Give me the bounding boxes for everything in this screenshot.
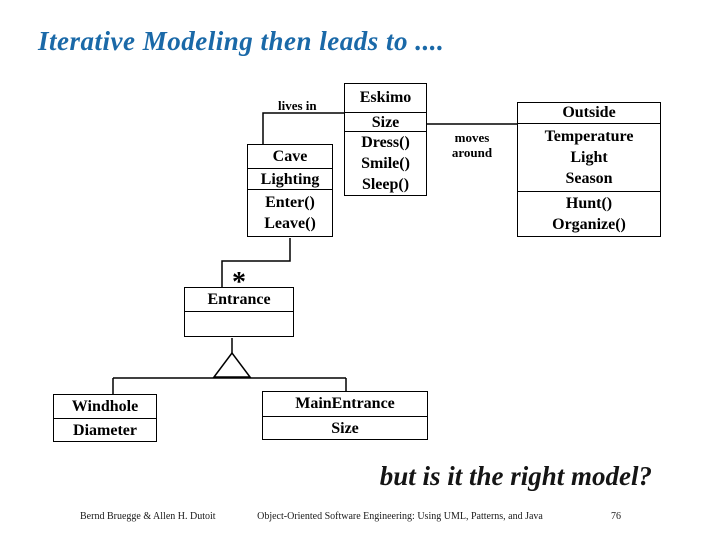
class-box-outside: Outside Temperature Light Season Hunt() … — [517, 102, 661, 237]
class-method: Leave() — [264, 215, 316, 232]
association-label-line: moves — [454, 130, 490, 145]
association-label-moves-around: moves around — [438, 130, 506, 160]
class-name: Windhole — [71, 397, 139, 415]
class-name: MainEntrance — [295, 395, 395, 412]
footer-authors: Bernd Bruegge & Allen H. Dutoit — [80, 511, 216, 522]
association-cave-entrance-line — [221, 238, 291, 287]
inheritance-triangle-icon — [212, 351, 252, 378]
class-name: Entrance — [207, 290, 271, 308]
class-attribute: Size — [371, 113, 400, 131]
class-attribute: Lighting — [260, 170, 320, 188]
class-name: Eskimo — [359, 89, 412, 106]
slide-title: Iterative Modeling then leads to .... — [38, 26, 445, 56]
class-attribute: Diameter — [73, 421, 137, 439]
class-method: Organize() — [552, 216, 626, 233]
class-name: Cave — [272, 147, 308, 165]
class-attribute: Season — [565, 170, 613, 187]
class-method: Smile() — [361, 155, 410, 172]
closing-question: but is it the right model? — [379, 461, 652, 491]
multiplicity-star: * — [232, 267, 246, 298]
class-attribute: Temperature — [544, 128, 634, 145]
class-box-windhole: Windhole Diameter — [53, 394, 157, 442]
class-attribute: Light — [570, 149, 608, 166]
footer-book-title: Object-Oriented Software Engineering: Us… — [257, 511, 543, 522]
class-method: Sleep() — [361, 176, 410, 193]
class-name: Outside — [562, 104, 616, 121]
association-label-line: around — [451, 145, 493, 160]
association-lives-in-line — [262, 112, 344, 144]
class-box-entrance: Entrance — [184, 287, 294, 337]
empty-compartment — [185, 311, 293, 336]
footer-page-number: 76 — [611, 511, 621, 522]
class-attribute: Size — [331, 419, 359, 437]
class-box-mainentrance: MainEntrance Size — [262, 391, 428, 440]
class-method: Hunt() — [565, 195, 613, 212]
class-method: Enter() — [265, 194, 315, 211]
class-method: Dress() — [361, 134, 410, 151]
class-box-cave: Cave Lighting Enter() Leave() — [247, 144, 333, 237]
class-box-eskimo: Eskimo Size Dress() Smile() Sleep() — [344, 83, 427, 196]
association-label-lives-in: lives in — [278, 98, 317, 113]
